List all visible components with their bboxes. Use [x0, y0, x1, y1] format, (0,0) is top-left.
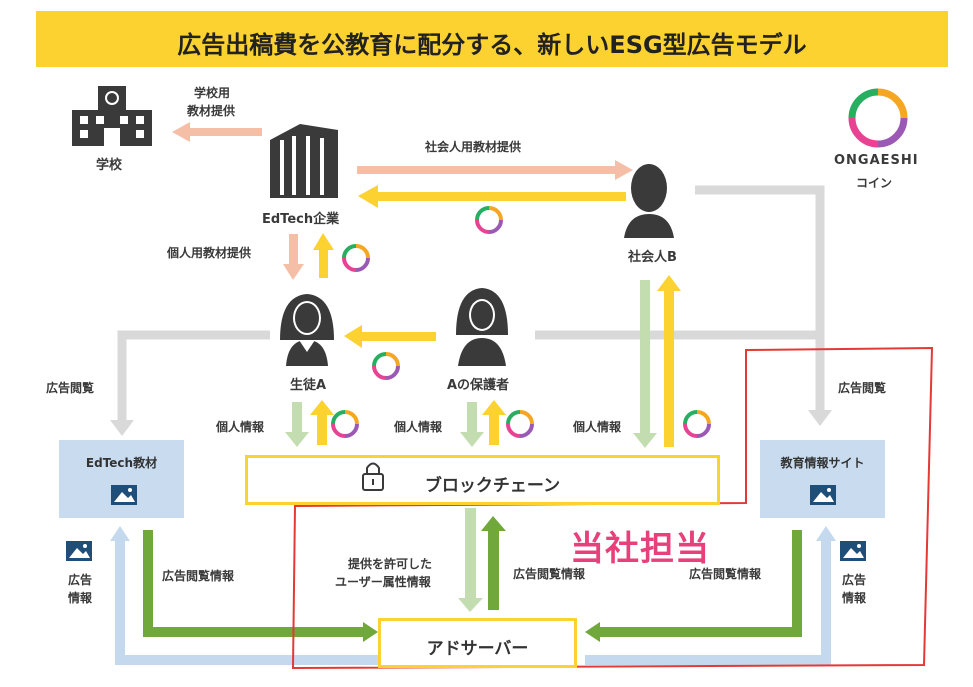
arrow-adult-material-shaft	[357, 166, 615, 174]
arrowhead-to-site	[808, 410, 832, 426]
arrow-student-info-shaft	[292, 402, 302, 432]
label-ad-view-right: 広告閲覧	[838, 381, 887, 395]
arrow-student-coin-up-shaft	[319, 250, 328, 278]
label-personal-info-adult: 個人情報	[573, 420, 622, 434]
arrow-adult-coin-shaft	[664, 290, 674, 447]
edtech-company-label: EdTech企業	[262, 212, 340, 227]
arrow-right-ad-info	[585, 540, 831, 665]
line-student-to-edtech-material	[117, 330, 270, 420]
arrow-adult-material-head	[615, 160, 633, 180]
coin-brand-sub: コイン	[856, 176, 893, 190]
arrow-school-material-head	[172, 122, 190, 142]
label-personal-material: 個人用教材提供	[167, 246, 252, 260]
coin-icon	[475, 206, 503, 234]
page-title: 広告出稿費を公教育に配分する、新しいESG型広告モデル	[177, 31, 807, 59]
label-ad-info-right-2: 情報	[842, 591, 867, 605]
label-ad-info-left-1: 広告	[68, 573, 93, 587]
label-ad-view-info-left: 広告閲覧情報	[162, 569, 235, 583]
school-icon	[72, 86, 152, 146]
image-icon-ad-info-left	[66, 541, 92, 561]
arrow-coin-to-company-head	[358, 185, 378, 208]
label-school-material-1: 学校用	[194, 86, 231, 100]
label-personal-info-guardian: 個人情報	[394, 420, 443, 434]
arrow-student-coin-head	[310, 400, 334, 415]
blockchain-label: ブロックチェーン	[424, 476, 561, 496]
label-permitted-1: 提供を許可した	[348, 557, 433, 571]
school-label: 学校	[96, 158, 123, 173]
arrow-personal-material-head	[283, 264, 304, 280]
blockchain-lock-icon	[362, 462, 384, 491]
arrow-coin-to-company-shaft	[378, 192, 626, 201]
coin-icon	[683, 410, 711, 438]
edtech-material-image-icon	[111, 485, 137, 505]
highlight-region	[291, 346, 934, 670]
label-permitted-2: ユーザー属性情報	[335, 575, 431, 589]
guardian-a-icon	[456, 288, 508, 366]
label-adult-material: 社会人用教材提供	[425, 140, 522, 154]
arrow-right-ad-view-info-head	[585, 622, 600, 642]
ongaeshi-coin-logo	[848, 88, 908, 148]
coin-icon	[342, 244, 370, 272]
label-ad-info-left-2: 情報	[68, 591, 93, 605]
arrow-permitted-info-head	[458, 598, 483, 612]
arrow-right-ad-info-head	[816, 526, 836, 541]
title-banner: 広告出稿費を公教育に配分する、新しいESG型広告モデル	[36, 11, 948, 67]
coin-icon	[331, 410, 359, 438]
arrow-personal-material-shaft	[289, 234, 298, 264]
edtech-material-label: EdTech教材	[85, 456, 158, 470]
gray-connectors	[117, 185, 825, 420]
coin-brand-name: ONGAESHI	[834, 153, 919, 168]
label-ad-view-info-center: 広告閲覧情報	[513, 567, 586, 581]
arrow-adult-info-head	[633, 433, 657, 448]
company-building-icon	[270, 124, 338, 198]
arrow-left-ad-info	[115, 540, 378, 665]
arrow-permitted-info-shaft	[465, 508, 476, 600]
arrow-adult-info-shaft	[640, 280, 650, 433]
label-school-material-2: 教材提供	[187, 104, 236, 118]
arrow-guardian-info-head	[460, 432, 484, 447]
arrow-guardian-coin-shaft	[489, 415, 499, 445]
ad-server-box: アドサーバー	[378, 618, 577, 668]
arrow-guardian-coin-head	[482, 400, 506, 415]
label-ad-view-left: 広告閲覧	[46, 381, 95, 395]
adult-b-icon	[624, 164, 674, 238]
education-site-image-icon	[810, 485, 836, 505]
edtech-material-box: EdTech教材	[59, 440, 184, 518]
arrow-left-ad-view-info-head	[363, 622, 378, 642]
image-icon-ad-info-right	[840, 541, 866, 561]
arrow-guardian-to-student-head	[344, 325, 362, 348]
student-a-icon	[280, 294, 334, 366]
arrow-student-coin-up-head	[313, 233, 334, 250]
student-a-label: 生徒A	[290, 378, 327, 393]
arrow-adult-coin-head	[657, 275, 681, 291]
label-ad-info-right-1: 広告	[842, 573, 867, 587]
education-site-box: 教育情報サイト	[760, 440, 885, 518]
arrow-student-coin-shaft	[317, 415, 327, 445]
arrow-student-info-head	[285, 432, 309, 447]
arrowhead-to-edtech-material	[110, 420, 134, 436]
arrow-ad-view-info-up-shaft	[488, 530, 499, 610]
coin-icon	[506, 410, 534, 438]
arrow-left-ad-info-head	[110, 526, 130, 541]
line-adult-to-site	[695, 185, 825, 410]
our-responsibility-label: 当社担当	[570, 529, 710, 569]
arrow-ad-view-info-up-head	[481, 516, 506, 531]
adult-b-label: 社会人B	[628, 250, 677, 265]
arrow-school-material-shaft	[190, 128, 262, 136]
label-ad-view-info-right: 広告閲覧情報	[689, 567, 762, 581]
label-personal-info-student: 個人情報	[216, 420, 265, 434]
ad-server-label: アドサーバー	[426, 639, 529, 659]
arrow-guardian-info-shaft	[467, 402, 477, 432]
education-site-label: 教育情報サイト	[780, 456, 865, 470]
blockchain-box: ブロックチェーン	[245, 455, 720, 505]
arrow-right-ad-view-info	[598, 530, 802, 637]
coin-icon	[372, 352, 400, 380]
guardian-a-label: Aの保護者	[447, 378, 510, 393]
arrow-guardian-to-student-shaft	[362, 332, 436, 341]
